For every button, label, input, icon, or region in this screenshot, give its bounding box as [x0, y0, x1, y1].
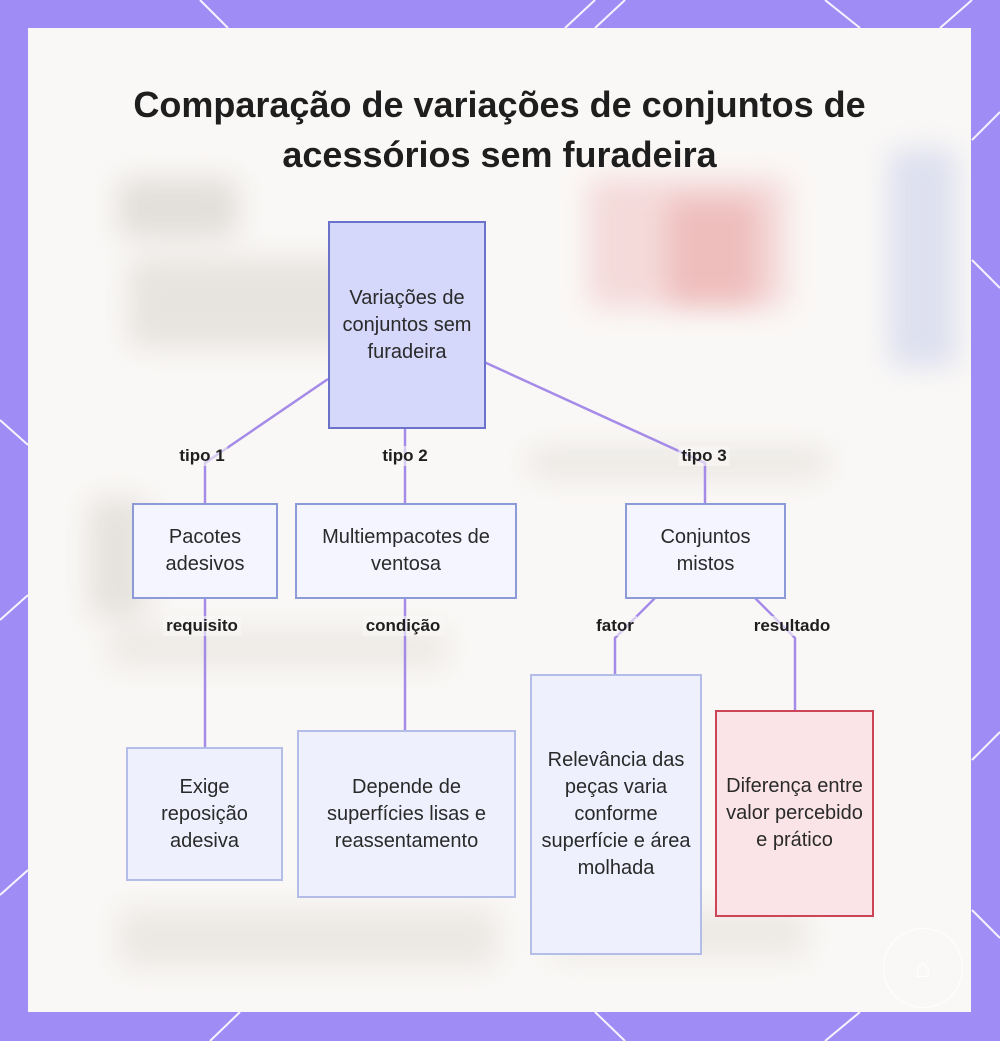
- blurred-background: [28, 28, 971, 1012]
- edge-result: [754, 597, 797, 710]
- node-adhesive-leaf-label: Exige reposição adesiva: [161, 775, 248, 852]
- diagram-panel: Comparação de variações de conjuntos de …: [28, 28, 971, 1012]
- edge-label-requirement: requisito: [163, 616, 241, 636]
- node-suction-packs: Multiempacotes de ventosa: [295, 503, 517, 599]
- edge-label-type2: tipo 2: [379, 446, 431, 466]
- brand-mark-icon: ⌂: [883, 928, 963, 1008]
- edge-type3: [483, 360, 707, 503]
- node-adhesive-packs: Pacotes adesivos: [132, 503, 278, 599]
- node-mixed-result-label: Diferença entre valor percebido e prátic…: [726, 775, 863, 851]
- node-mixed-label: Conjuntos mistos: [660, 526, 751, 575]
- node-adhesive-label: Pacotes adesivos: [165, 526, 245, 575]
- edge-label-factor: fator: [593, 616, 637, 636]
- node-mixed-factor: Relevância das peças varia conforme supe…: [530, 674, 702, 955]
- node-suction-leaf-label: Depende de superfícies lisas e reassenta…: [327, 775, 486, 852]
- node-suction-condition: Depende de superfícies lisas e reassenta…: [297, 730, 516, 898]
- diagram-title: Comparação de variações de conjuntos de …: [133, 84, 866, 175]
- node-root-label: Variações de conjuntos sem furadeira: [342, 286, 472, 363]
- node-mixed-sets: Conjuntos mistos: [625, 503, 786, 599]
- edge-label-type1: tipo 1: [176, 446, 228, 466]
- edge-type1: [203, 377, 329, 503]
- node-mixed-result: Diferença entre valor percebido e prátic…: [715, 710, 874, 917]
- edge-factor: [613, 597, 656, 674]
- edge-label-type3: tipo 3: [678, 446, 730, 466]
- edge-label-result: resultado: [750, 616, 834, 636]
- node-mixed-factor-label: Relevância das peças varia conforme supe…: [541, 749, 691, 879]
- node-root: Variações de conjuntos sem furadeira: [328, 221, 486, 429]
- node-adhesive-requirement: Exige reposição adesiva: [126, 747, 283, 881]
- node-suction-label: Multiempacotes de ventosa: [322, 526, 490, 575]
- edge-label-condition: condição: [362, 616, 444, 636]
